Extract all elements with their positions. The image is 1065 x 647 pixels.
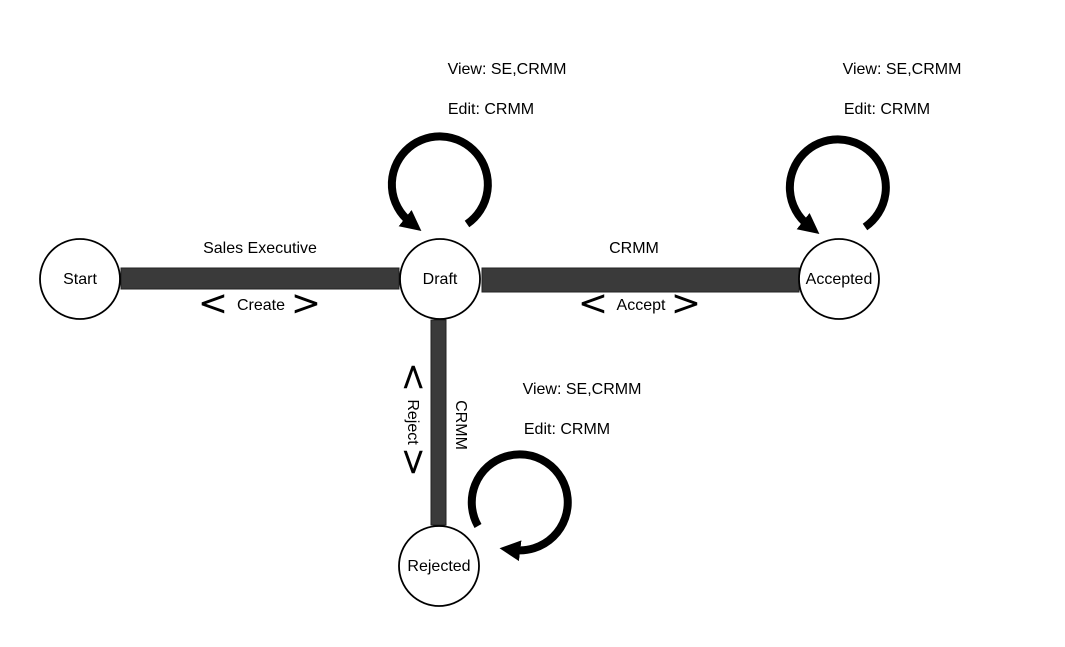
rejected-edit-permission: Edit: CRMM <box>524 421 610 438</box>
node-start[interactable]: Start <box>39 238 121 320</box>
edge-accept-close-bracket: > <box>671 283 701 324</box>
node-accepted-label: Accepted <box>806 271 873 288</box>
circular-arrow-icon <box>387 132 492 232</box>
edge-reject-open-bracket: < <box>393 362 434 392</box>
draft-edit-permission: Edit: CRMM <box>448 101 534 118</box>
edge-draft-accepted <box>481 267 800 293</box>
circular-arrow-icon <box>467 450 572 562</box>
edge-start-draft <box>120 267 400 290</box>
edge-reject-role: CRMM <box>452 400 469 450</box>
edge-create-role: Sales Executive <box>203 240 317 257</box>
edge-accept-role: CRMM <box>609 240 659 257</box>
node-start-label: Start <box>63 271 97 288</box>
accepted-edit-permission: Edit: CRMM <box>844 101 930 118</box>
edge-create-close-bracket: > <box>291 283 321 324</box>
node-draft[interactable]: Draft <box>399 238 481 320</box>
node-draft-label: Draft <box>423 271 458 288</box>
edge-create-action: Create <box>237 297 285 314</box>
edge-reject-action: Reject <box>404 399 421 445</box>
node-rejected-label: Rejected <box>407 558 470 575</box>
edge-accept-action: Accept <box>617 297 666 314</box>
edge-create-open-bracket: < <box>198 283 228 324</box>
rejected-view-permission: View: SE,CRMM <box>523 381 642 398</box>
edge-reject-close-bracket: > <box>393 447 434 477</box>
node-accepted[interactable]: Accepted <box>798 238 880 320</box>
edge-accept-open-bracket: < <box>578 283 608 324</box>
node-rejected[interactable]: Rejected <box>398 525 480 607</box>
draft-view-permission: View: SE,CRMM <box>448 61 567 78</box>
circular-arrow-icon <box>785 135 890 235</box>
accepted-view-permission: View: SE,CRMM <box>843 61 962 78</box>
edge-draft-rejected <box>430 319 447 526</box>
